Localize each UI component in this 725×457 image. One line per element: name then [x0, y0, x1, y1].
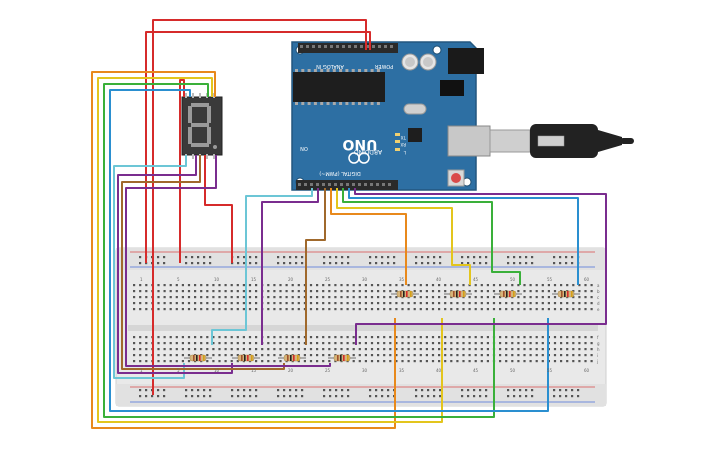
column-label: 45	[473, 368, 479, 373]
wire-purple-d2[interactable]	[354, 188, 607, 345]
column-label: 45	[473, 277, 479, 282]
column-label: 60	[584, 368, 590, 373]
resistor-bottom-4[interactable]	[328, 354, 356, 362]
row-label: e	[597, 307, 600, 312]
wire-purple-d[interactable]	[261, 188, 319, 345]
wire-cyan-d[interactable]	[211, 188, 313, 345]
wire-red-display-a[interactable]	[179, 79, 185, 263]
l-led-label: L	[403, 150, 406, 155]
resistor-bottom-2[interactable]	[232, 354, 260, 362]
wire-brown-inner[interactable]	[121, 155, 285, 370]
row-label: d	[597, 301, 600, 306]
wire-blue-outer[interactable]	[109, 89, 549, 412]
resistor-top-2[interactable]	[444, 290, 472, 298]
column-label: 40	[436, 368, 442, 373]
segment-c	[207, 127, 211, 144]
column-label: 1	[140, 368, 143, 373]
board-model-label: UNO	[342, 136, 377, 152]
wire-red-display-gnd[interactable]	[204, 155, 233, 263]
column-label: 55	[547, 368, 553, 373]
wire-green-d[interactable]	[342, 188, 521, 285]
resistor-bottom-1[interactable]	[184, 354, 212, 362]
column-label: 30	[362, 277, 368, 282]
usb-cable[interactable]	[489, 124, 634, 158]
column-label: 25	[325, 277, 331, 282]
wire-red-5v[interactable]	[152, 19, 367, 395]
wire-yellow-outer[interactable]	[97, 77, 443, 423]
row-label: j	[596, 359, 598, 364]
wire-orange-outer[interactable]	[91, 71, 396, 429]
column-label: 60	[584, 277, 590, 282]
column-label: 10	[214, 368, 220, 373]
column-label: 30	[362, 368, 368, 373]
row-label: f	[597, 335, 599, 340]
column-label: 35	[399, 368, 405, 373]
column-label: 20	[288, 277, 294, 282]
board-brand-label: ARDUINO	[354, 148, 383, 155]
resistors	[184, 290, 580, 362]
segment-b	[207, 106, 211, 123]
row-label: c	[597, 295, 599, 300]
analog-in-label: ANALOG IN	[316, 63, 344, 69]
segment-g	[191, 123, 209, 127]
column-label: 15	[251, 368, 257, 373]
segment-a	[191, 103, 209, 107]
column-label: 15	[251, 277, 257, 282]
wire-blue-d[interactable]	[348, 188, 579, 285]
column-label: 5	[177, 368, 180, 373]
wire-purple-inner2[interactable]	[125, 155, 331, 367]
breadboard[interactable]	[115, 247, 607, 407]
rx-label: RX	[400, 142, 406, 147]
wire-orange-d[interactable]	[330, 188, 407, 285]
row-label: b	[597, 289, 600, 294]
segment-dp	[213, 145, 217, 149]
wire-purple-inner[interactable]	[117, 155, 233, 374]
arduino-uno-board[interactable]: UNO ARDUINO DIGITAL (PWM~) POWER ANALOG …	[291, 41, 491, 191]
usb-port[interactable]	[447, 125, 491, 157]
row-label: g	[597, 341, 600, 346]
power-jack[interactable]	[448, 48, 484, 74]
atmega-chip	[293, 72, 385, 102]
resistor-top-1[interactable]	[391, 290, 419, 298]
column-label: 50	[510, 277, 516, 282]
power-label: POWER	[374, 63, 393, 69]
segment-e	[188, 127, 192, 144]
wires	[91, 19, 607, 429]
arduino-logo-icon	[348, 152, 370, 164]
wire-brown-d[interactable]	[305, 188, 326, 345]
column-label: 35	[399, 277, 405, 282]
wire-green-outer[interactable]	[103, 83, 495, 418]
column-label: 50	[510, 368, 516, 373]
row-label: h	[597, 347, 600, 352]
wire-cyan-inner[interactable]	[113, 155, 187, 379]
resistor-top-3[interactable]	[494, 290, 522, 298]
column-label: 25	[325, 368, 331, 373]
tx-label: TX	[401, 135, 407, 140]
column-label: 5	[177, 277, 180, 282]
wire-yellow-d[interactable]	[336, 188, 471, 285]
column-label: 1	[140, 277, 143, 282]
breadboard-labels: 1155101015152020252530303535404045455050…	[140, 277, 600, 373]
row-label: a	[597, 283, 600, 288]
column-label: 40	[436, 277, 442, 282]
resistor-bottom-3[interactable]	[278, 354, 306, 362]
segment-d	[191, 143, 209, 147]
digital-pins-label: DIGITAL (PWM~)	[319, 170, 361, 176]
row-label: i	[597, 353, 598, 358]
segment-f	[188, 106, 192, 123]
on-led-label: ON	[300, 145, 308, 151]
column-label: 55	[547, 277, 553, 282]
seven-segment-display[interactable]	[181, 93, 223, 159]
wire-red-gnd[interactable]	[145, 31, 371, 263]
resistor-top-4[interactable]	[552, 290, 580, 298]
column-label: 20	[288, 368, 294, 373]
column-label: 10	[214, 277, 220, 282]
